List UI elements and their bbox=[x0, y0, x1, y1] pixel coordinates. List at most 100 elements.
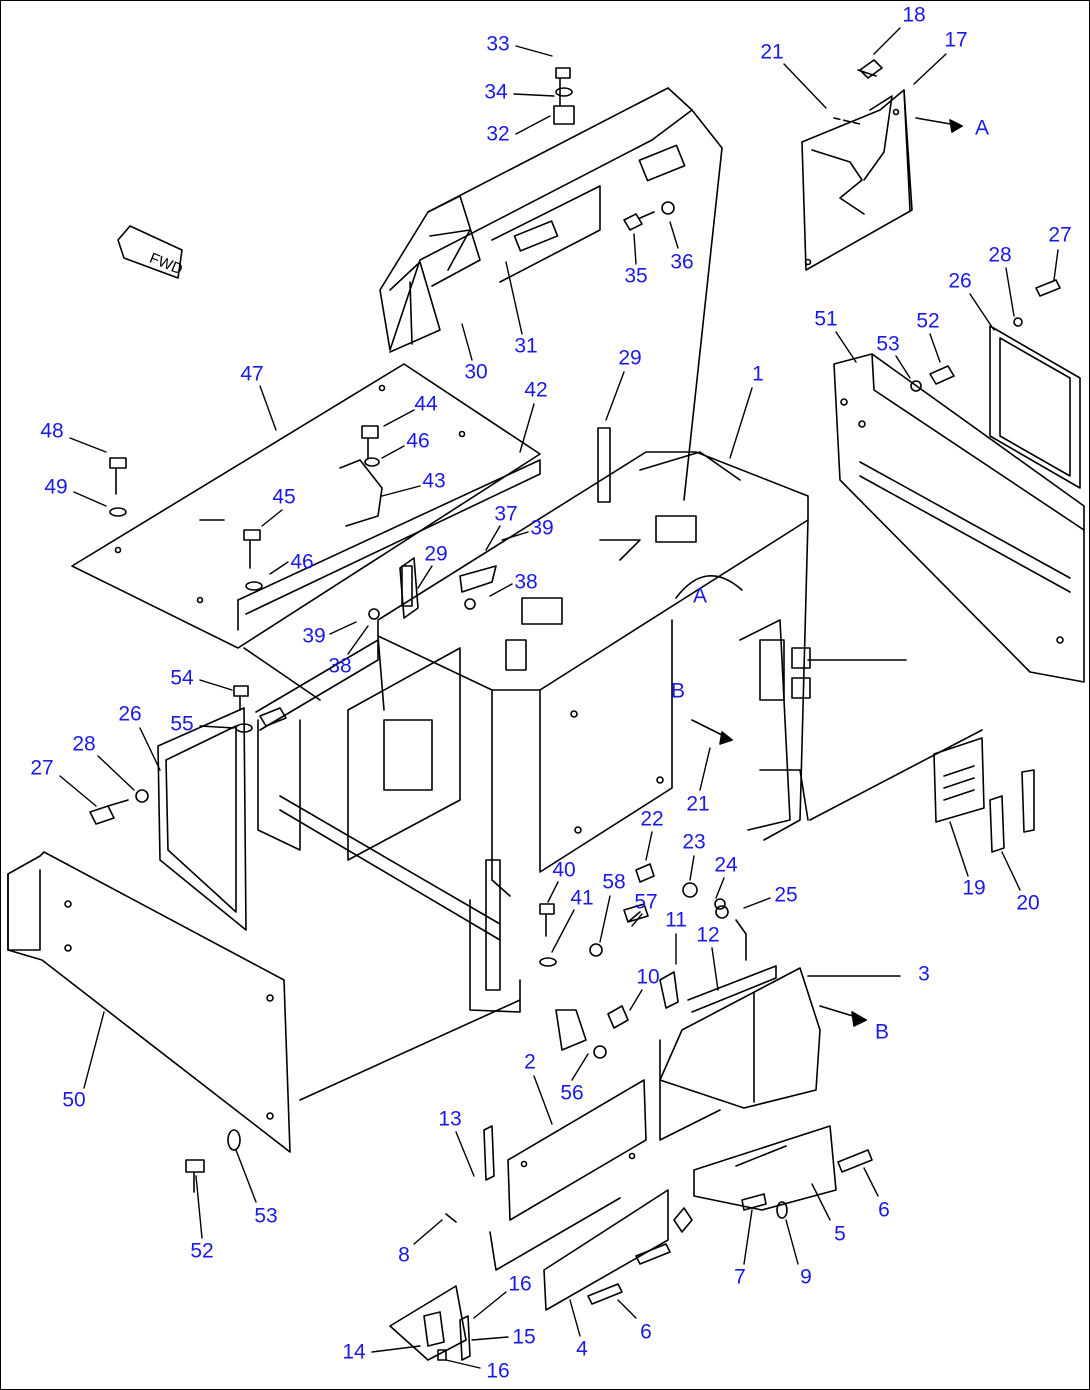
callout-label: 53 bbox=[254, 1204, 278, 1228]
leader-line bbox=[413, 1219, 443, 1245]
leader-line bbox=[715, 877, 725, 899]
leader-line bbox=[139, 727, 161, 771]
callout-label: 3 bbox=[918, 962, 930, 986]
leader-line bbox=[605, 371, 625, 421]
leader-line bbox=[895, 355, 911, 379]
leader-line bbox=[519, 403, 535, 453]
callout-label: 36 bbox=[670, 250, 694, 274]
leader-line bbox=[863, 1167, 879, 1197]
leader-line bbox=[269, 561, 289, 575]
callout-label: 34 bbox=[484, 80, 508, 104]
leader-line bbox=[645, 831, 653, 861]
leader-line bbox=[835, 331, 857, 363]
leader-line bbox=[461, 323, 473, 361]
hinge-brackets bbox=[933, 737, 1035, 853]
leader-line bbox=[235, 1149, 257, 1203]
leader-line bbox=[599, 895, 611, 943]
callout-label: 53 bbox=[876, 332, 900, 356]
leader-line bbox=[547, 881, 559, 903]
callout-label: 45 bbox=[272, 485, 296, 509]
bottom-plates bbox=[489, 1125, 873, 1311]
leader-line bbox=[551, 909, 575, 953]
leader-line bbox=[515, 115, 551, 135]
callout-label: 49 bbox=[44, 475, 68, 499]
leader-line bbox=[743, 1209, 753, 1265]
callout-label: 10 bbox=[636, 965, 660, 989]
callout-label: 38 bbox=[328, 654, 352, 678]
leader-line bbox=[783, 63, 827, 109]
leader-line bbox=[329, 621, 357, 635]
callout-label: B bbox=[874, 1020, 890, 1044]
callout-label: 33 bbox=[486, 32, 510, 56]
leader-line bbox=[873, 27, 901, 55]
callout-label: 35 bbox=[624, 264, 648, 288]
leader-line bbox=[501, 531, 529, 541]
callout-label: 16 bbox=[486, 1359, 510, 1383]
leader-line bbox=[473, 1291, 507, 1319]
leader-line bbox=[533, 1075, 553, 1125]
leader-line bbox=[259, 385, 277, 431]
callout-label: 26 bbox=[118, 702, 142, 726]
callout-label: 13 bbox=[438, 1107, 462, 1131]
callout-label: 22 bbox=[640, 807, 664, 831]
fwd-sign: FWD bbox=[117, 225, 185, 279]
leader-line bbox=[929, 333, 941, 363]
leader-line bbox=[689, 855, 695, 881]
callout-label: 42 bbox=[524, 378, 548, 402]
callout-label: 11 bbox=[665, 908, 687, 932]
leader-line bbox=[631, 913, 643, 927]
callout-label: 37 bbox=[494, 502, 518, 526]
callout-label: 29 bbox=[424, 542, 448, 566]
callout-label: 21 bbox=[760, 40, 784, 64]
large-side-panel bbox=[7, 851, 521, 1153]
leader-line bbox=[73, 491, 107, 507]
callout-label: 38 bbox=[514, 570, 538, 594]
callout-label: 30 bbox=[464, 360, 488, 384]
leader-line bbox=[505, 261, 523, 335]
callout-label: A bbox=[974, 116, 990, 140]
leader-line bbox=[629, 989, 643, 1011]
callout-label: 57 bbox=[634, 890, 658, 914]
leader-line bbox=[199, 725, 235, 729]
leader-line bbox=[617, 1299, 637, 1319]
hardware-items bbox=[109, 67, 675, 733]
callout-label: 5 bbox=[834, 1222, 846, 1246]
leader-line bbox=[1001, 851, 1021, 891]
callout-label: 52 bbox=[190, 1239, 214, 1263]
callout-label: 55 bbox=[170, 712, 194, 736]
leader-line bbox=[485, 525, 501, 551]
callout-label: 51 bbox=[814, 307, 838, 331]
callout-label: 9 bbox=[800, 1265, 812, 1289]
callout-label: B bbox=[670, 679, 686, 703]
leader-line bbox=[261, 509, 283, 527]
leader-line bbox=[913, 53, 947, 85]
leader-line bbox=[489, 583, 513, 597]
callout-label: 39 bbox=[302, 624, 326, 648]
leader-line bbox=[1053, 249, 1059, 281]
callout-label: 7 bbox=[734, 1265, 746, 1289]
callout-label: 12 bbox=[696, 923, 720, 947]
callout-label: 18 bbox=[902, 3, 926, 27]
leader-line bbox=[513, 93, 555, 97]
callout-label: 16 bbox=[508, 1272, 532, 1296]
leader-line bbox=[471, 1336, 509, 1341]
callout-label: 52 bbox=[916, 309, 940, 333]
bottom-bolts bbox=[185, 1129, 241, 1193]
upper-right-bracket bbox=[801, 59, 963, 271]
callout-label: 21 bbox=[686, 792, 710, 816]
callout-label: 47 bbox=[240, 362, 264, 386]
callout-label: 27 bbox=[1048, 223, 1072, 247]
leader-line bbox=[949, 821, 969, 877]
callout-label: 28 bbox=[988, 243, 1012, 267]
callout-label: 48 bbox=[40, 419, 64, 443]
leader-line bbox=[347, 625, 369, 655]
callout-label: 39 bbox=[530, 516, 554, 540]
callout-label: 31 bbox=[514, 334, 538, 358]
callout-label: 50 bbox=[62, 1088, 86, 1112]
callout-label: 24 bbox=[714, 853, 738, 877]
lower-right-panel bbox=[539, 863, 901, 1141]
leader-line bbox=[69, 437, 107, 453]
callout-label: 40 bbox=[552, 858, 576, 882]
callout-label: 1 bbox=[752, 362, 764, 386]
